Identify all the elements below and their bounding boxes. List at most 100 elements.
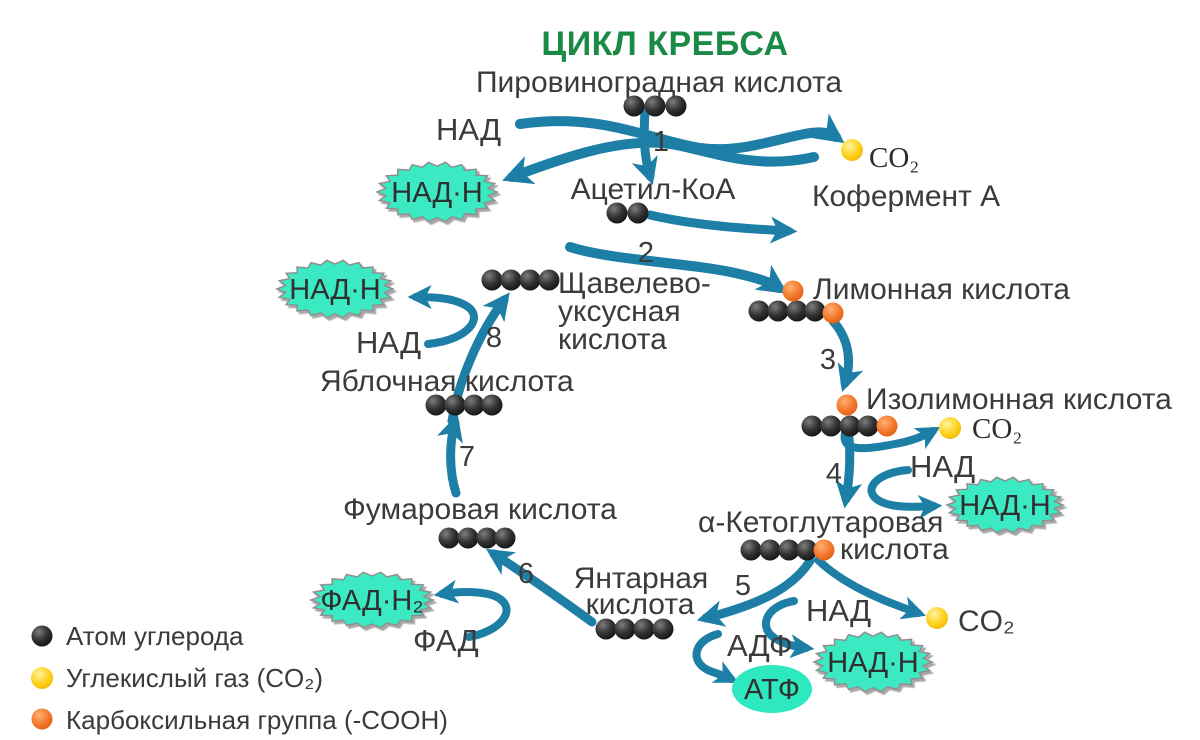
carboxyl-dot — [876, 415, 898, 437]
citrate-carbons — [748, 280, 844, 324]
carboxyl-dot — [782, 280, 804, 302]
carbon-dot — [804, 300, 826, 322]
pyruvate-carbons — [623, 95, 687, 117]
carbon-dot — [748, 300, 770, 322]
citrate-label: Лимонная кислота — [813, 273, 1070, 306]
succinate-label-1: Янтарная — [574, 562, 709, 595]
cofactor-bubbles: НАД·Н НАД·Н НАД·Н НАД·Н ФАД·Н₂ АТФ — [275, 161, 1066, 713]
co2-label-mid: CO₂ — [972, 413, 1022, 445]
carbon-dot — [623, 95, 645, 117]
arrow-akg-to-co2 — [814, 556, 926, 620]
step-6: 6 — [518, 558, 534, 590]
malate-label: Яблочная кислота — [320, 365, 574, 398]
acetyl-coa-label: Ацетил-КоА — [571, 173, 736, 206]
co2-released-dots — [841, 139, 961, 629]
arrow-adp-to-atp — [692, 630, 739, 683]
alpha-ketoglutarate-label-2: кислота — [840, 533, 949, 566]
step-2: 2 — [638, 237, 654, 269]
oxaloacetate-label-3: кислота — [558, 323, 667, 356]
legend-label-carbon: Атом углерода — [66, 621, 244, 651]
carbon-dot — [457, 527, 479, 549]
malate-carbons — [425, 394, 503, 416]
oxaloacetate-label-1: Щавелево- — [558, 267, 711, 300]
carbon-dot — [425, 394, 447, 416]
carbon-dot — [31, 625, 53, 647]
atp-bubble — [732, 665, 812, 713]
carbon-dot — [538, 269, 560, 291]
carbon-dot — [644, 95, 666, 117]
carbon-dot — [759, 539, 781, 561]
alpha-ketoglutarate-label-1: α-Кетоглутаровая — [698, 506, 943, 539]
step-numbers: 1 2 3 4 5 6 7 8 — [459, 126, 842, 602]
legend: Атом углерода Углекислый газ (CO₂) Карбо… — [31, 621, 448, 735]
carbon-dot — [481, 394, 503, 416]
legend-marker-carboxyl — [31, 708, 53, 730]
co2-dot — [939, 417, 961, 439]
step-8: 8 — [486, 322, 502, 354]
arrow-step-6 — [486, 548, 597, 627]
oxaloacetate-carbons — [481, 269, 560, 291]
step-4: 4 — [826, 458, 842, 490]
arrow-step-1 — [631, 107, 658, 186]
nad-label-left: НАД — [356, 325, 421, 360]
coenzyme-a-label: Кофермент А — [812, 180, 1000, 213]
carbon-dot — [740, 539, 762, 561]
carbon-dot — [519, 269, 541, 291]
carbon-dot — [839, 415, 861, 437]
fadh2-label: ФАД·Н₂ — [320, 585, 423, 617]
carbon-dot — [606, 202, 628, 224]
arrow-nad-to-nadh-left — [407, 285, 478, 348]
arrow-fad-to-fadh2 — [433, 579, 511, 641]
arrow-acetyl-to-coenzyme-a — [645, 210, 798, 244]
fad-label: ФАД — [413, 623, 479, 658]
carboxyl-dot — [836, 394, 858, 416]
carbon-dot — [595, 618, 617, 640]
carbon-dot — [494, 527, 516, 549]
succinate-carbons — [595, 618, 674, 640]
fumarate-carbons — [438, 527, 516, 549]
carbon-dot — [820, 415, 842, 437]
nad-label-top: НАД — [436, 112, 501, 147]
co2-dot — [31, 667, 53, 689]
nad-label-bottom: НАД — [806, 593, 871, 628]
carbon-dot — [778, 539, 800, 561]
pyruvate-label: Пировиноградная кислота — [476, 66, 842, 99]
carbon-dot — [796, 539, 818, 561]
arrow-step-7 — [437, 413, 463, 498]
carbon-dot — [627, 202, 649, 224]
nadh-bubble-left — [275, 259, 395, 319]
isocitrate-carbons — [801, 394, 898, 437]
page-title: ЦИКЛ КРЕБСА — [541, 25, 788, 63]
alpha-ketoglutarate-carbons — [740, 539, 835, 561]
co2-dot — [841, 139, 863, 161]
oxaloacetate-label-2: уксусная — [558, 295, 681, 328]
carbon-dot — [500, 269, 522, 291]
nadh-label-bottom: НАД·Н — [827, 647, 919, 679]
carbon-dot — [633, 618, 655, 640]
atp-label: АТФ — [744, 674, 800, 706]
carbon-dot — [665, 95, 687, 117]
fadh2-bubble — [308, 571, 436, 629]
legend-label-co2: Углекислый газ (CO₂) — [66, 663, 323, 693]
adp-label: АДФ — [727, 628, 793, 663]
arrow-nad-to-nadh-bottom — [762, 597, 815, 659]
step-5: 5 — [735, 570, 751, 602]
carbon-dot — [481, 269, 503, 291]
acetyl-coa-carbons — [606, 202, 649, 224]
nadh-bubble-right — [944, 476, 1066, 534]
carboxyl-dot — [31, 708, 53, 730]
nadh-label-right: НАД·Н — [959, 490, 1051, 522]
arrow-step-3 — [828, 316, 864, 392]
co2-dot — [926, 607, 948, 629]
succinate-label-2: кислота — [586, 588, 695, 621]
carbon-dot — [438, 527, 460, 549]
step-1: 1 — [653, 126, 669, 158]
carbon-dot — [444, 394, 466, 416]
nadh-bubble-top — [375, 161, 499, 223]
arrow-step-2 — [565, 242, 788, 294]
carboxyl-dot — [813, 539, 835, 561]
carbon-dot — [476, 527, 498, 549]
arrow-nad-to-nadh-right — [867, 466, 943, 519]
